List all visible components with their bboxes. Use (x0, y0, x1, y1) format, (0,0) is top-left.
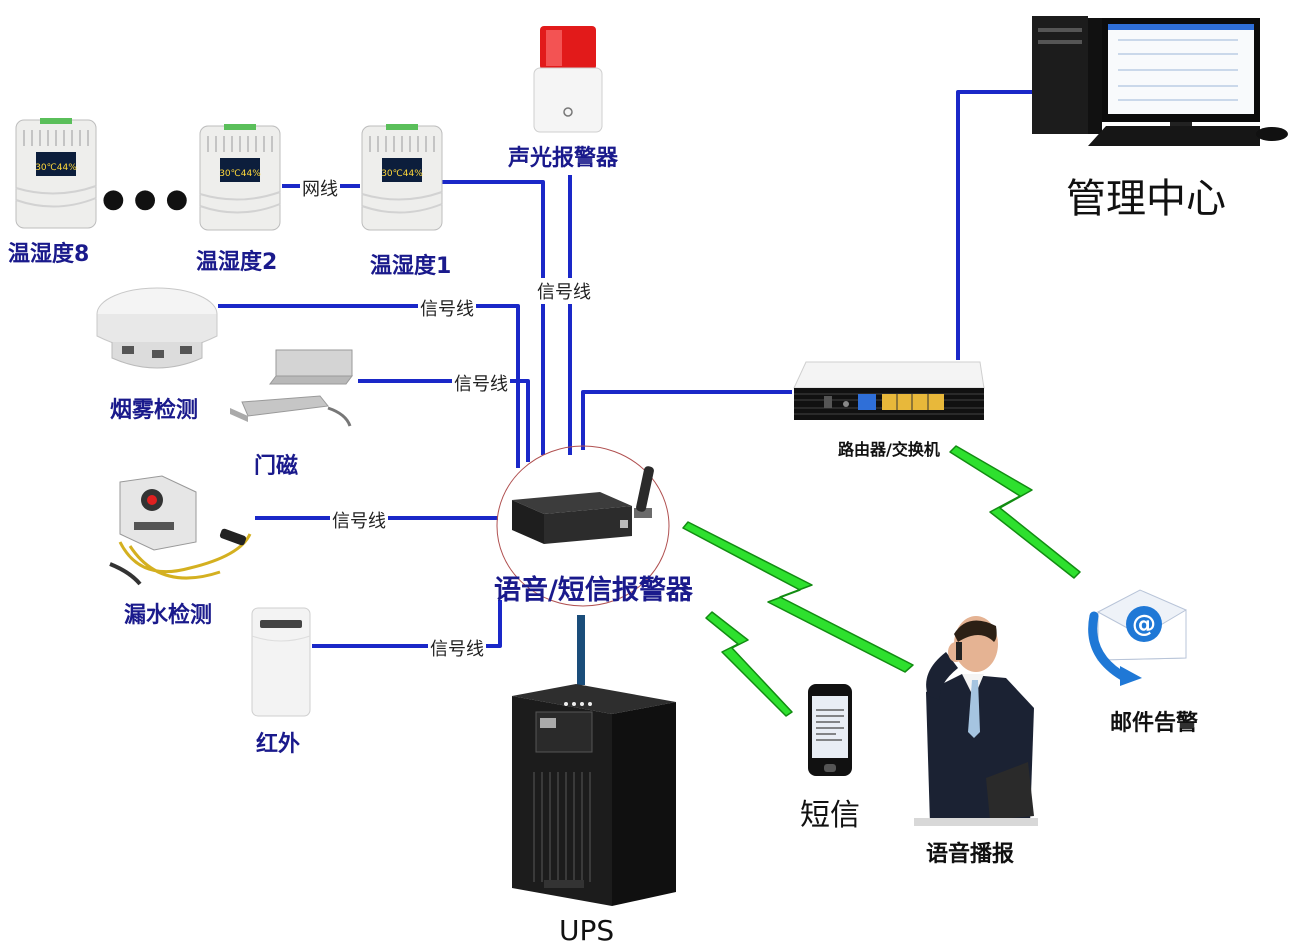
signal-wire-door (358, 379, 530, 462)
signal-wire-temp1 (441, 180, 545, 455)
svg-text:30℃44%: 30℃44% (35, 163, 77, 173)
label-alarm: 语音/短信报警器 (494, 575, 693, 606)
label-ups: UPS (559, 914, 615, 947)
signal-wire-smoke (218, 304, 520, 468)
wire-label-signal-leak: 信号线 (330, 507, 388, 533)
label-voice: 语音播报 (926, 842, 1015, 867)
temp-humidity-sensor-icon: 30℃44% (199, 124, 281, 231)
door-magnet-icon (230, 349, 353, 427)
wire-label-signal-siren: 信号线 (535, 278, 593, 304)
signal-wire-infrared (312, 600, 502, 648)
temp-humidity-sensor-icon: 30℃44% (15, 118, 97, 229)
network-cable-router (581, 390, 792, 450)
temp-humidity-sensor-icon: 30℃44% (361, 124, 443, 231)
label-leak: 漏水检测 (124, 603, 213, 628)
label-center: 管理中心 (1066, 176, 1226, 222)
label-infrared: 红外 (256, 732, 301, 757)
ellipsis-dots: ● ● ● (102, 184, 189, 214)
businessman-phone-icon (914, 616, 1038, 826)
mobile-phone-icon (808, 684, 852, 776)
smoke-detector-icon (96, 287, 218, 369)
router-icon (793, 361, 985, 420)
label-smoke: 烟雾检测 (110, 398, 199, 423)
label-router: 路由器/交换机 (838, 440, 940, 459)
svg-text:30℃44%: 30℃44% (219, 169, 261, 179)
ups-icon (512, 684, 676, 906)
label-temp2: 温湿度2 (196, 250, 278, 275)
water-leak-detector-icon (109, 475, 252, 586)
svg-text:@: @ (1132, 610, 1156, 638)
siren-icon (533, 26, 603, 133)
label-temp8: 温湿度8 (8, 242, 90, 267)
ups-cable (577, 615, 585, 685)
svg-text:30℃44%: 30℃44% (381, 169, 423, 179)
wire-label-network: 网线 (300, 175, 340, 201)
label-temp1: 温湿度1 (370, 254, 452, 279)
wire-label-signal-smoke: 信号线 (418, 295, 476, 321)
label-sms: 短信 (800, 798, 860, 833)
wire-label-signal-door: 信号线 (452, 370, 510, 396)
gsm-alarm-box-icon (512, 466, 654, 544)
label-siren: 声光报警器 (508, 146, 619, 171)
desktop-computer-icon (1032, 16, 1288, 146)
wire-label-signal-infrared: 信号线 (428, 635, 486, 661)
alarm-zone-ring (496, 445, 670, 607)
wireless-signal-icon (682, 445, 1081, 717)
label-door: 门磁 (254, 454, 299, 479)
label-email: 邮件告警 (1110, 711, 1199, 736)
email-icon: @ (1088, 589, 1187, 686)
network-cable-center (956, 90, 1032, 360)
infrared-sensor-icon (251, 607, 311, 717)
